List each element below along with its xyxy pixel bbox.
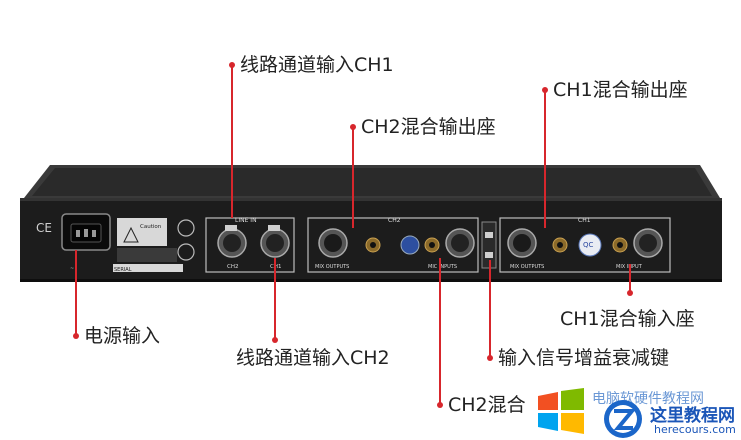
ch2-section-text: CH2 bbox=[388, 217, 401, 224]
ch2-mic-inputs-text: MIC INPUTS bbox=[428, 264, 457, 270]
power-socket bbox=[61, 213, 111, 251]
line-in-text: LINE IN bbox=[235, 217, 257, 224]
xlr-ch1-linein bbox=[260, 225, 290, 258]
watermark-site-url: herecours.com bbox=[654, 423, 736, 436]
ce-mark: CE bbox=[36, 221, 52, 235]
callout-ch2-mix-in: CH2混合 bbox=[448, 394, 526, 416]
ch1-mix-outputs-text: MIX OUTPUTS bbox=[510, 264, 544, 270]
linein-ch2-text: CH2 bbox=[227, 264, 238, 270]
callout-power-in: 电源输入 bbox=[84, 325, 161, 347]
callout-ch2-mix-out: CH2混合输出座 bbox=[361, 116, 496, 138]
caution-label: Caution bbox=[117, 218, 167, 246]
callout-dots bbox=[73, 62, 633, 408]
xlr-ch2-linein bbox=[217, 225, 247, 258]
callout-gain-key: 输入信号增益衰减键 bbox=[498, 347, 670, 369]
watermark-site-name: 这里教程网 bbox=[650, 406, 735, 426]
windows-logo-icon bbox=[538, 388, 584, 434]
ch2-mix-outputs-text: MIX OUTPUTS bbox=[315, 264, 349, 270]
callout-line-in-ch1: 线路通道输入CH1 bbox=[240, 54, 394, 76]
site-logo-icon bbox=[604, 400, 642, 438]
callout-ch1-mix-in: CH1混合输入座 bbox=[560, 308, 695, 330]
qc-sticker: QC bbox=[578, 233, 602, 257]
callout-lines bbox=[75, 65, 631, 405]
serial-text: SERIAL bbox=[114, 267, 132, 273]
ch1-section-text: CH1 bbox=[578, 217, 591, 224]
caution-text: Caution bbox=[140, 224, 162, 230]
callout-ch1-mix-out: CH1混合输出座 bbox=[553, 79, 688, 101]
qc-text: QC bbox=[583, 241, 594, 249]
ce-text: CE bbox=[36, 221, 52, 235]
svg-text:~: ~ bbox=[70, 266, 74, 272]
callout-line-in-ch2: 线路通道输入CH2 bbox=[236, 347, 390, 369]
